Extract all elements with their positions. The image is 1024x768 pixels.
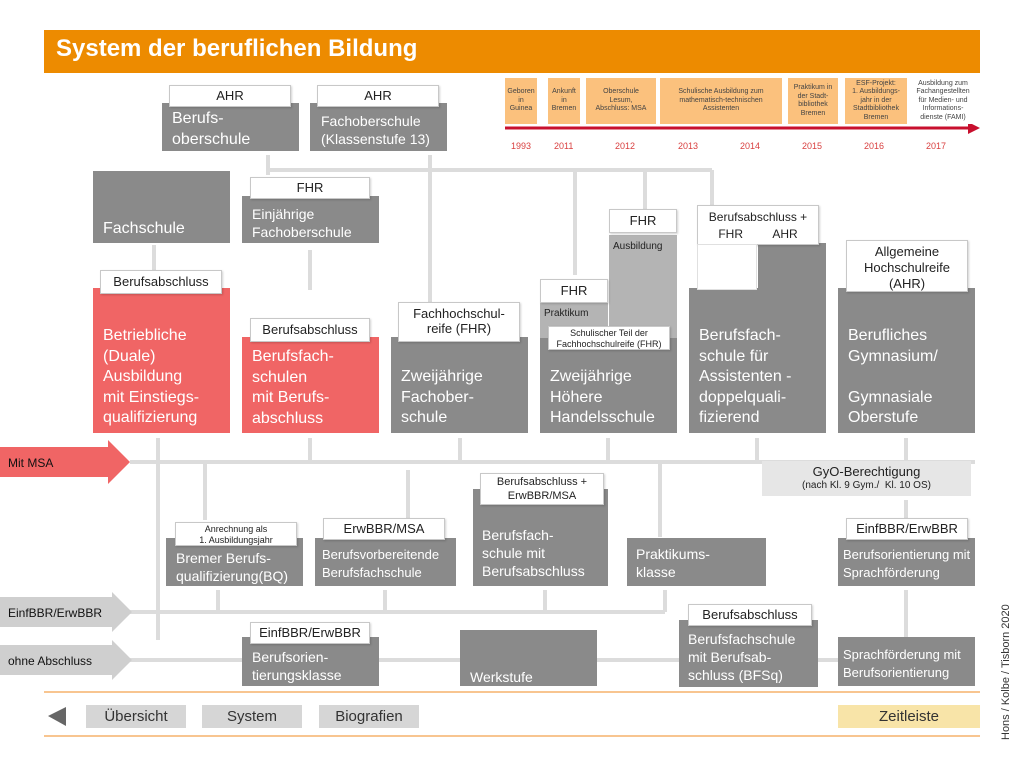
fachoberschule-13-box[interactable] bbox=[310, 103, 447, 151]
werkstufe-label: Werkstufe bbox=[470, 669, 533, 685]
gyo-title: GyO-Berechtigung bbox=[812, 464, 921, 479]
hoehere-handelsschule-label: Zweijährige Höhere Handelsschule bbox=[550, 368, 655, 426]
sprachfoerderung-box[interactable] bbox=[838, 637, 975, 686]
ahr-label: AHR bbox=[317, 85, 439, 107]
timeline-year: 2017 bbox=[926, 141, 947, 151]
berufsorientierung-sprachfoerderung-box[interactable] bbox=[838, 538, 975, 586]
timeline-year: 2012 bbox=[615, 141, 636, 151]
zweijaehrige-fachoberschule-box[interactable] bbox=[391, 337, 528, 433]
schulischer-teil-label: Schulischer Teil der Fachhochschulreife … bbox=[548, 326, 670, 350]
nav-biografien[interactable]: Biografien bbox=[319, 705, 419, 728]
timeline-year: 2016 bbox=[864, 141, 885, 151]
fhr-label: FHR bbox=[250, 177, 370, 199]
sprachfoerderung-label: Sprachförderung mit Berufsorientierung bbox=[843, 647, 961, 680]
timeline-entry[interactable]: Ankunft in Bremen bbox=[548, 78, 580, 124]
bremer-bq-box[interactable] bbox=[166, 538, 303, 586]
bfs-assistenten-box[interactable] bbox=[689, 288, 826, 433]
fachhochschulreife-label: Fachhochschul- reife (FHR) bbox=[398, 302, 520, 342]
back-arrow-icon bbox=[48, 707, 66, 726]
mit-msa-label: Mit MSA bbox=[8, 456, 54, 470]
berufsfachschulen-berufsabschluss-box[interactable] bbox=[242, 337, 379, 433]
timeline-year: 2015 bbox=[802, 141, 823, 151]
berufsabschluss-erwbbr-msa-label: Berufsabschluss + ErwBBR/MSA bbox=[480, 473, 604, 505]
einjaehrige-fachoberschule-label: Einjährige Fachoberschule bbox=[252, 206, 352, 240]
hoehere-handelsschule-box[interactable] bbox=[540, 337, 677, 433]
duale-ausbildung-label: Betriebliche (Duale) Ausbildung mit Eins… bbox=[103, 327, 200, 426]
einfbbr-erwbbr-label: EinfBBR/ErwBBR bbox=[846, 518, 968, 540]
fachoberschule-13-label: Fachoberschule (Klassenstufe 13) bbox=[321, 113, 430, 147]
berufsorientierungsklasse-box[interactable] bbox=[242, 637, 379, 686]
berufsabschluss-fhr-ahr-label: Berufsabschluss + FHR AHR bbox=[697, 205, 819, 245]
timeline-entry[interactable]: ESF-Projekt: 1. Ausbildungs- jahr in der… bbox=[845, 78, 907, 124]
bfs-bfsq-box[interactable] bbox=[679, 620, 818, 687]
berufsvorbereitende-bfs-label: Berufsvorbereitende Berufsfachschule bbox=[322, 547, 440, 580]
zweijaehrige-fachoberschule-label: Zweijährige Fachober- schule bbox=[401, 368, 483, 426]
nav-uebersicht[interactable]: Übersicht bbox=[86, 705, 186, 728]
timeline-entry[interactable]: Oberschule Lesum, Abschluss: MSA bbox=[586, 78, 656, 124]
berufsorientierungsklasse-label: Berufsorien- tierungsklasse bbox=[252, 649, 342, 683]
praktikum-label: Praktikum bbox=[544, 308, 589, 319]
bfs-mit-berufsabschluss-box[interactable] bbox=[473, 489, 608, 586]
praktikumsklasse-label: Praktikums- klasse bbox=[636, 546, 710, 580]
ahr-label: AHR bbox=[169, 85, 291, 107]
nav-zeitleiste[interactable]: Zeitleiste bbox=[838, 705, 980, 728]
ausbildung-label: Ausbildung bbox=[613, 241, 663, 252]
einfbbr-erwbbr-label: EinfBBR/ErwBBR bbox=[250, 622, 370, 644]
nav-system[interactable]: System bbox=[202, 705, 302, 728]
berufsorientierung-sprachfoerderung-label: Berufsorientierung mit Sprachförderung bbox=[843, 547, 971, 580]
berufsoberschule-label: Berufs- oberschule bbox=[172, 110, 251, 148]
timeline-year: 2014 bbox=[740, 141, 761, 151]
gyo-berechtigung-box: GyO-Berechtigung (nach Kl. 9 Gym./ Kl. 1… bbox=[762, 461, 971, 496]
allgemeine-hochschulreife-label: Allgemeine Hochschulreife (AHR) bbox=[846, 240, 968, 292]
ausbildung-box[interactable] bbox=[609, 235, 677, 338]
berufsabschluss-label: Berufsabschluss bbox=[100, 270, 222, 294]
gyo-subtitle: (nach Kl. 9 Gym./ Kl. 10 OS) bbox=[802, 480, 931, 491]
berufsabschluss-label: Berufsabschluss bbox=[688, 604, 812, 626]
bremer-bq-label: Bremer Berufs- qualifizierung(BQ) bbox=[176, 550, 289, 584]
berufliches-gymnasium-label: Berufliches Gymnasium/ Gymnasiale Oberst… bbox=[848, 327, 938, 426]
fachschule-box[interactable] bbox=[93, 171, 230, 243]
fhr-label: FHR bbox=[609, 209, 677, 233]
timeline-year: 2013 bbox=[678, 141, 699, 151]
berufsfachschulen-berufsabschluss-label: Berufsfach- schulen mit Berufs- abschlus… bbox=[252, 348, 334, 427]
einfbbr-erwbbr-entry-label: EinfBBR/ErwBBR bbox=[8, 606, 103, 620]
ohne-abschluss-label: ohne Abschluss bbox=[8, 654, 93, 668]
berufliches-gymnasium-box[interactable] bbox=[838, 288, 975, 433]
timeline-entry[interactable]: Ausbildung zum Fachangestellten für Medi… bbox=[912, 78, 974, 124]
berufsoberschule-box[interactable] bbox=[162, 103, 299, 151]
credit-text: Hons / Kolbe / Tisborn 2020 bbox=[1000, 604, 1012, 740]
berufsabschluss-label: Berufsabschluss bbox=[250, 318, 370, 342]
fachschule-label: Fachschule bbox=[103, 220, 185, 237]
anrechnung-label: Anrechnung als 1. Ausbildungsjahr bbox=[175, 522, 297, 546]
bfs-assistenten-label: Berufsfach- schule für Assistenten - dop… bbox=[699, 327, 792, 426]
bfs-assistenten-ahr-box bbox=[758, 243, 826, 289]
page-title: System der beruflichen Bildung bbox=[56, 35, 418, 62]
back-button[interactable] bbox=[44, 705, 72, 728]
timeline-year: 2011 bbox=[554, 141, 574, 151]
berufsvorbereitende-bfs-box[interactable] bbox=[315, 538, 456, 586]
timeline-year: 1993 bbox=[511, 141, 532, 151]
erwbbr-msa-label: ErwBBR/MSA bbox=[323, 518, 445, 540]
title-bar bbox=[44, 30, 980, 73]
praktikumsklasse-box[interactable] bbox=[627, 538, 766, 586]
fhr-gap bbox=[697, 244, 757, 290]
bfs-bfsq-label: Berufsfachschule mit Berufsab- schluss (… bbox=[688, 631, 796, 683]
einjaehrige-fachoberschule-box[interactable] bbox=[242, 196, 379, 243]
timeline-entry[interactable]: Schulische Ausbildung zum mathematisch-t… bbox=[660, 78, 782, 124]
fhr-label: FHR bbox=[540, 279, 608, 303]
bfs-mit-berufsabschluss-label: Berufsfach- schule mit Berufsabschluss bbox=[482, 527, 585, 579]
timeline-entry[interactable]: Praktikum in der Stadt- bibliothek Breme… bbox=[788, 78, 838, 124]
duale-ausbildung-box[interactable] bbox=[93, 288, 230, 433]
timeline-entry[interactable]: Geboren in Guinea bbox=[505, 78, 537, 124]
werkstufe-box[interactable] bbox=[460, 630, 597, 686]
